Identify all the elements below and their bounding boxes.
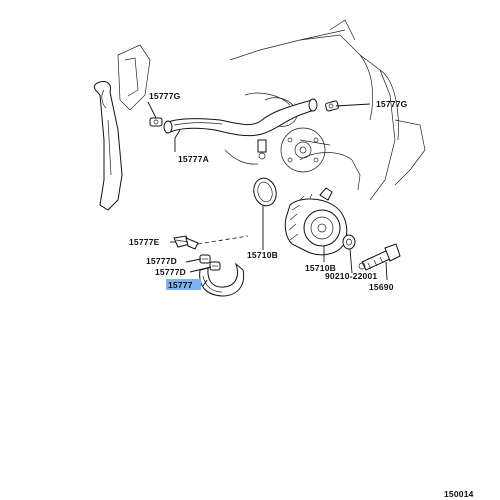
callout-15710b-left[interactable]: 15710B <box>247 250 278 260</box>
callout-90210-22001[interactable]: 90210-22001 <box>325 271 377 281</box>
o-ring-15710b <box>253 177 277 207</box>
callout-15777a[interactable]: 15777A <box>178 154 209 164</box>
hose-end-fitting <box>257 139 267 160</box>
crank-pulley-background <box>280 127 326 173</box>
radiator-hose-left <box>93 81 123 211</box>
callout-15710b-right[interactable]: 15710B <box>305 263 336 273</box>
callout-15777g-right[interactable]: 15777G <box>376 99 408 109</box>
gasket-washer <box>342 234 356 250</box>
callout-15690[interactable]: 15690 <box>369 282 394 292</box>
oil-cooler-hose-15777 <box>199 262 245 297</box>
callout-15777g-left[interactable]: 15777G <box>149 91 181 101</box>
engine-block-outline <box>117 19 426 201</box>
assembly-guide-dashed <box>197 235 249 245</box>
hose-clamp-lower-lower <box>209 261 221 271</box>
highlight-box-15777 <box>166 279 201 290</box>
oil-cooler-hose-15777a <box>163 98 318 137</box>
callout-15777d-lower[interactable]: 15777D <box>155 267 186 277</box>
union-bolt-15690 <box>358 243 401 271</box>
oil-cooler-assembly <box>284 187 348 256</box>
diagram-id: 150014 <box>444 489 474 499</box>
hose-clamp-lower-upper <box>199 254 211 264</box>
callout-15777e[interactable]: 15777E <box>129 237 160 247</box>
hose-clamp-right <box>325 100 339 112</box>
callout-15777d-upper[interactable]: 15777D <box>146 256 177 266</box>
hose-clamp-left <box>149 117 163 127</box>
callout-15777[interactable]: 15777 <box>168 280 193 290</box>
leader-lines <box>147 101 388 287</box>
union-fitting-15777e <box>173 235 199 250</box>
